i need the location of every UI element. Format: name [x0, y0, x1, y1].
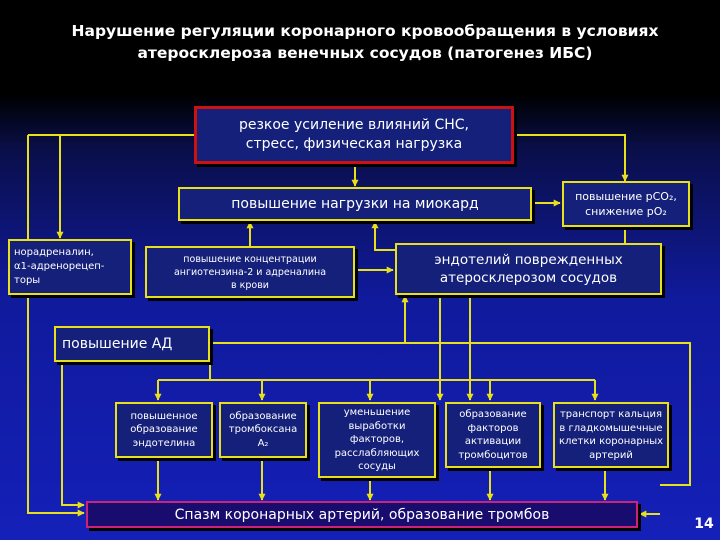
pco2-line-2: снижение pO₂: [585, 205, 667, 218]
sns-line-1: резкое усиление влияний СНС,: [238, 117, 470, 133]
arrow-ad-left: [61, 360, 85, 509]
myocardial-load-box: повышение нагрузки на миокард: [178, 187, 532, 221]
angiotensin-box: повышение концентрации ангиотензина-2 и …: [145, 246, 355, 298]
arrow-sns-to-pco2: [515, 134, 629, 182]
blood-pressure-box: повышение АД: [54, 326, 210, 362]
noradr-line-3: торы: [14, 275, 41, 286]
endothelin-line-2: образование: [130, 424, 198, 436]
load-label: повышение нагрузки на миокард: [231, 196, 479, 212]
slide-title: Нарушение регуляции коронарного кровообр…: [20, 20, 710, 64]
sns-line-2: стресс, физическая нагрузка: [245, 136, 463, 152]
relaxing-factors-box: уменьшение выработки факторов, расслабля…: [318, 402, 436, 478]
page-number: 14: [694, 516, 714, 532]
relax-line-1: уменьшение: [343, 407, 411, 419]
pco2-box: повышение pCO₂, снижение pO₂: [562, 181, 690, 227]
relax-line-4: расслабляющих: [334, 447, 420, 459]
endothelin-line-3: эндотелина: [132, 437, 196, 449]
sns-stress-box: резкое усиление влияний СНС, стресс, физ…: [194, 106, 514, 164]
angio-line-3: в крови: [231, 279, 269, 291]
platelet-line-1: образование: [459, 409, 527, 420]
angio-line-1: повышение концентрации: [183, 253, 317, 265]
spasm-label: Спазм коронарных артерий, образование тр…: [174, 506, 550, 523]
noradrenaline-box: норадреналин, α1-адренорецеп- торы: [8, 239, 132, 295]
relax-line-3: факторов,: [349, 434, 405, 446]
calcium-transport-box: транспорт кальция в гладкомышечные клетк…: [553, 402, 669, 468]
arrow-sns-to-noradrenaline: [56, 134, 194, 239]
title-line-2: атеросклероза венечных сосудов (патогене…: [137, 44, 593, 62]
noradr-line-1: норадреналин,: [14, 247, 94, 258]
calcium-line-1: транспорт кальция: [559, 409, 663, 420]
noradr-line-2: α1-адренорецеп-: [14, 261, 105, 272]
endothelin-box: повышенное образование эндотелина: [115, 402, 213, 458]
calcium-line-2: в гладкомышечные: [559, 422, 663, 434]
platelet-line-3: активации: [464, 436, 522, 447]
thrombox-line-1: образование: [229, 410, 297, 422]
arrow-left-to-spasm: [27, 247, 85, 517]
relax-line-5: сосуды: [358, 461, 396, 473]
endo-line-1: эндотелий поврежденных: [434, 252, 623, 268]
spasm-box: Спазм коронарных артерий, образование тр…: [86, 501, 638, 528]
thromboxane-box: образование тромбоксана A₂: [219, 402, 307, 458]
relax-line-2: выработки: [348, 420, 406, 432]
platelet-line-2: факторов: [467, 422, 519, 434]
endothelin-line-1: повышенное: [130, 410, 198, 422]
endo-line-2: атеросклерозом сосудов: [439, 270, 618, 286]
angio-line-2: ангиотензина-2 и адреналина: [173, 266, 327, 278]
calcium-line-4: артерий: [589, 449, 633, 461]
pco2-line-1: повышение pCO₂,: [575, 190, 677, 203]
title-line-1: Нарушение регуляции коронарного кровообр…: [71, 22, 659, 40]
calcium-line-3: клетки коронарных: [558, 436, 664, 447]
thrombox-line-2: тромбоксана: [228, 424, 298, 436]
endothelium-box: эндотелий поврежденных атеросклерозом со…: [395, 243, 662, 295]
thrombox-line-3: A₂: [257, 437, 269, 449]
arrow-endothelium-to-load: [371, 221, 395, 251]
ad-label: повышение АД: [62, 336, 173, 352]
platelet-line-4: тромбоцитов: [458, 449, 528, 461]
line-ad-right: [210, 342, 691, 486]
platelet-activation-box: образование факторов активации тромбоцит…: [445, 402, 541, 468]
